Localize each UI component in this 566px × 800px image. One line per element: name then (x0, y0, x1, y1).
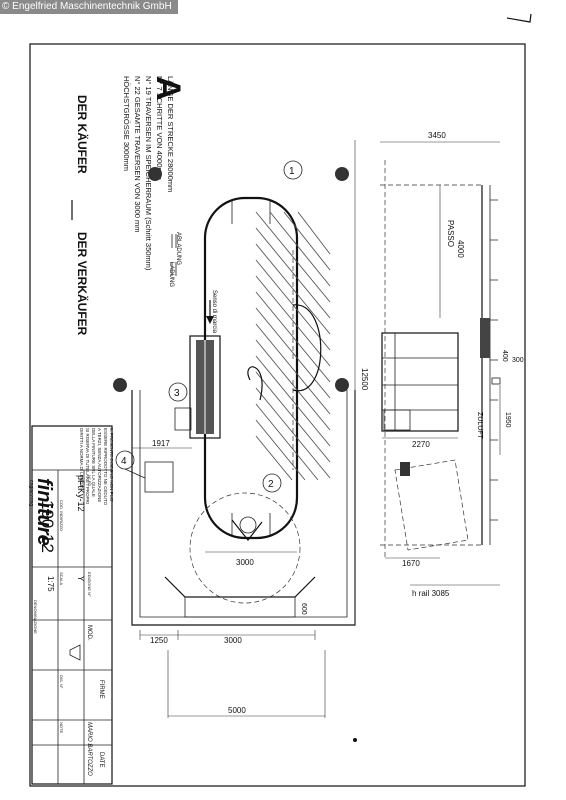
svg-text:DIRITTI A NORMA DI LEGGE: DIRITTI A NORMA DI LEGGE (79, 428, 84, 488)
signature: MARIO BARTOZZO (86, 722, 92, 776)
sheet-letter: A (149, 76, 187, 101)
conveyor-loop (203, 196, 299, 540)
dim-3000-bottom: 3000 (224, 636, 242, 645)
svg-text:engineering: engineering (28, 480, 34, 506)
dim-12500: 12500 (360, 368, 369, 391)
scale-value: SCALA 1:75 (46, 572, 64, 592)
zuluft-label: ZULUFT (476, 412, 483, 440)
dim-300: 300 (512, 357, 524, 364)
dim-5000: 5000 (228, 706, 246, 715)
svg-text:SI RISERVA DI TUTELARE I PROPR: SI RISERVA DI TUTELARE I PROPRI (85, 428, 90, 504)
svg-text:SCALA: SCALA (59, 572, 64, 585)
robot-reach-circle (189, 492, 301, 604)
svg-text:LADUNG: LADUNG (168, 262, 174, 287)
corner-mark (506, 13, 532, 23)
loading-station (189, 335, 221, 439)
brand-logo: finiture engineering (28, 478, 55, 546)
svg-text:4: 4 (121, 456, 127, 467)
drawing-number: COD. INDIRIZZO 190-12 (38, 500, 64, 553)
svg-text:MARIO BARTOZZO: MARIO BARTOZZO (86, 722, 92, 776)
svg-text:NOTE: NOTE (59, 722, 64, 733)
note-steps: N° 7 SCHRITTE VON 4000mm (155, 76, 164, 180)
svg-text:ESSERE RIPRODOTTO NE CEDUTO: ESSERE RIPRODOTTO NE CEDUTO (103, 428, 108, 506)
svg-text:FIRME: FIRME (98, 680, 104, 699)
svg-text:190-12: 190-12 (38, 500, 57, 553)
buyer-label: DER KÄUFER (75, 95, 90, 174)
svg-text:1: 1 (289, 166, 295, 177)
note-length: LÄNGE DER STRECKE 28000mm (166, 76, 175, 192)
dim-1250: 1250 (150, 636, 168, 645)
copyright-banner: © Engelfried Maschinentechnik GmbH (0, 0, 178, 14)
date-label: DATE (98, 752, 104, 768)
dim-h-rail: h rail 3085 (412, 589, 450, 598)
svg-text:DER KÄUFER: DER KÄUFER (75, 95, 90, 174)
dim-2270: 2270 (412, 440, 430, 449)
column-markers (113, 167, 349, 392)
legend-abladung: ABLADUNG (175, 232, 181, 265)
direction-label: Senso di marcia (211, 290, 217, 334)
svg-text:ABLADUNG: ABLADUNG (175, 232, 181, 265)
seller-label: DER VERKÄUFER (75, 232, 90, 336)
drawing-ref: N° FG. pFtKy-12 (76, 475, 92, 512)
svg-text:finiture: finiture (33, 478, 55, 546)
legend-ladung: LADUNG (168, 262, 174, 287)
marker-2: 2 (262, 473, 282, 493)
svg-text:DENOMINAZIONE: DENOMINAZIONE (33, 600, 38, 634)
dim-passo-label: PASSO (446, 220, 455, 247)
svg-text:A: A (149, 76, 187, 101)
denominazione: DENOMINAZIONE (33, 600, 38, 634)
svg-text:MOD.: MOD. (86, 625, 92, 641)
svg-text:Senso di marcia: Senso di marcia (211, 290, 217, 334)
marker-3: 3 (168, 382, 188, 402)
note-total-traverses: N° 22 GESAMTE TRAVERSEN VON 3000 mm (133, 76, 142, 233)
svg-text:EDIZIONE N°: EDIZIONE N° (87, 572, 92, 597)
storage-area-hatch (247, 211, 331, 481)
svg-text:DER VERKÄUFER: DER VERKÄUFER (75, 232, 90, 336)
dim-400: 400 (501, 350, 508, 362)
dim-1917: 1917 (152, 439, 170, 448)
svg-text:N° FG.: N° FG. (87, 475, 92, 487)
svg-text:1:75: 1:75 (46, 576, 55, 592)
disclaimer: IL PRESENTE DISEGNO NON PUO' ESSERE RIPR… (79, 428, 114, 506)
booth-outline (131, 390, 356, 626)
svg-text:COD. INDIRIZZO: COD. INDIRIZZO (59, 500, 64, 531)
note-max-size: HÖCHSTGRÖSSE 3000mm (122, 76, 131, 171)
dim-passo-value: 4000 (456, 240, 465, 258)
svg-text:A TERZI, SENZA AUTORIZZAZIONE: A TERZI, SENZA AUTORIZZAZIONE (97, 428, 102, 502)
dis-label: DIS. N° (59, 675, 64, 689)
marker-4: 4 (115, 450, 135, 470)
svg-text:DATE: DATE (98, 752, 104, 768)
svg-text:pFtKy-12: pFtKy-12 (76, 475, 86, 512)
dim-1950: 1950 (504, 412, 511, 428)
firme-label: FIRME (98, 680, 104, 699)
marker-1: 1 (283, 160, 303, 180)
tilted-rack (394, 459, 469, 551)
title-block: IL PRESENTE DISEGNO NON PUO' ESSERE RIPR… (28, 425, 114, 785)
svg-text:Y: Y (76, 576, 85, 582)
svg-text:DELLA FINITURE SRL LA QUALE: DELLA FINITURE SRL LA QUALE (91, 428, 96, 497)
scale-box: EDIZIONE N° Y (76, 572, 92, 597)
mod-label: MOD. (86, 625, 92, 641)
svg-text:2: 2 (268, 479, 274, 490)
dim-3000-inner: 3000 (236, 558, 254, 567)
dim-1670: 1670 (402, 559, 420, 568)
svg-text:DIS. N°: DIS. N° (59, 675, 64, 689)
sheet-border (29, 43, 526, 787)
dim-3450: 3450 (428, 131, 446, 140)
rail-elevation (380, 160, 498, 560)
svg-text:IL PRESENTE DISEGNO NON PUO': IL PRESENTE DISEGNO NON PUO' (109, 428, 114, 502)
booth-elevation (381, 332, 459, 432)
note-label: NOTE (59, 722, 64, 733)
dim-600: 600 (300, 603, 307, 615)
svg-text:3: 3 (174, 388, 180, 399)
